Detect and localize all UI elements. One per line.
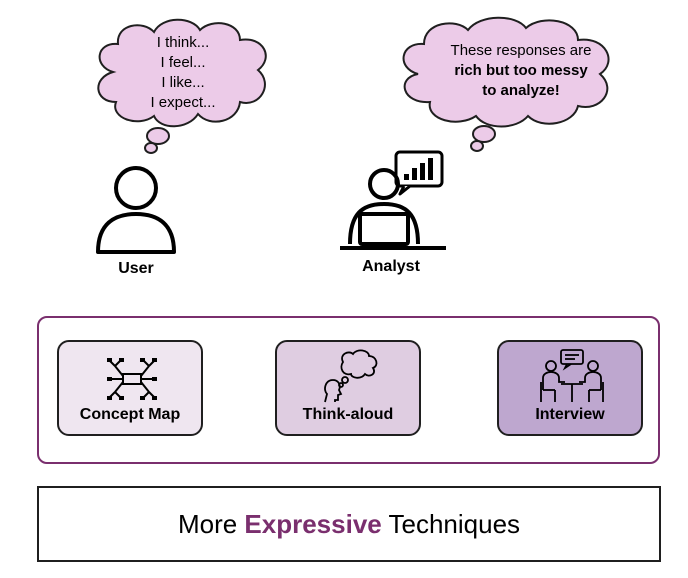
- think-aloud-card: Think-aloud: [275, 340, 421, 436]
- analyst-icon: [340, 150, 446, 250]
- footer-accent: Expressive: [244, 508, 382, 539]
- user-thought-line: I feel...: [160, 54, 206, 71]
- analyst-thought-text: These responses are rich but too messy t…: [428, 41, 614, 101]
- concept-map-icon: [107, 358, 157, 400]
- analyst-thought-line: rich but too messy: [454, 62, 588, 79]
- user-thought-line: I think...: [156, 34, 210, 51]
- footer-suffix: Techniques: [381, 508, 521, 539]
- thought-bubble-head-icon: [324, 349, 378, 403]
- analyst-thought-line: These responses are: [450, 42, 592, 59]
- concept-map-card: Concept Map: [57, 340, 203, 436]
- footer-prefix: More: [177, 508, 245, 539]
- user-thought-line: I expect...: [150, 94, 216, 111]
- analyst-label: Analyst: [362, 258, 420, 275]
- concept-map-label: Concept Map: [79, 406, 181, 423]
- user-label: User: [118, 260, 154, 277]
- analyst-thought-cloud: [402, 16, 610, 152]
- techniques-panel: [37, 316, 660, 464]
- interview-label: Interview: [535, 406, 605, 423]
- analyst-thought-line: to analyze!: [482, 82, 560, 99]
- user-thought-line: I like...: [161, 74, 205, 91]
- interview-icon: [540, 349, 604, 402]
- think-aloud-label: Think-aloud: [302, 406, 394, 423]
- user-icon: [96, 166, 176, 254]
- interview-card: Interview: [497, 340, 643, 436]
- user-thought-cloud: [97, 18, 267, 154]
- footer-banner: More Expressive Techniques: [37, 486, 661, 562]
- user-thought-text: I think... I feel... I like... I expect.…: [128, 33, 238, 113]
